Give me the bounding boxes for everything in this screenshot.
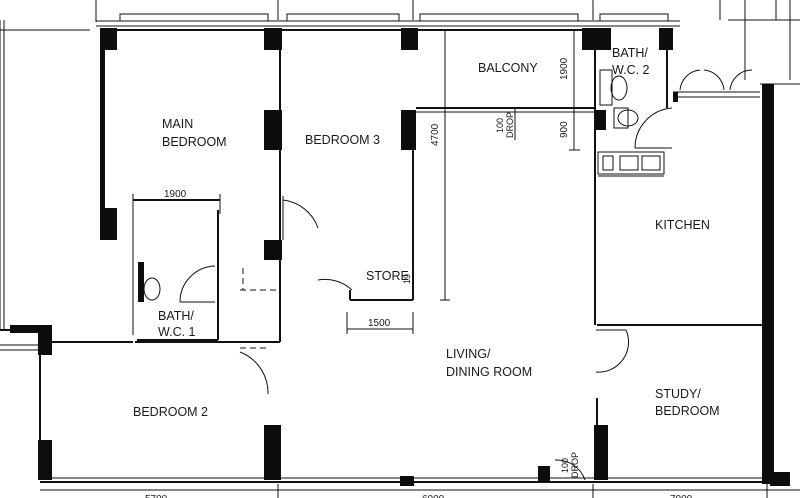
dim-100-bottom: 100 xyxy=(560,458,570,473)
dimension-lines xyxy=(40,29,800,498)
living-dining-walls xyxy=(40,329,790,486)
dim-1500-store: 1500 xyxy=(368,318,391,329)
bath1-label-line2: W.C. 1 xyxy=(158,325,196,339)
kitchen-walls xyxy=(594,83,800,484)
bedroom3-walls xyxy=(282,28,418,301)
dim-1900-bath: 1900 xyxy=(164,189,187,200)
dim-drop-bottom: DROP xyxy=(570,452,580,478)
bedroom3-label: BEDROOM 3 xyxy=(305,133,380,147)
top-window-strip xyxy=(96,13,680,27)
dim-bottom-right: 7000 xyxy=(670,494,693,498)
store-label: STORE xyxy=(366,269,409,283)
bath1-label-line1: BATH/ xyxy=(158,309,194,323)
main-bedroom-label-line1: MAIN xyxy=(162,117,193,131)
living-label-line1: LIVING/ xyxy=(446,347,491,361)
study-label-line2: BEDROOM xyxy=(655,404,720,418)
dim-19: 19 xyxy=(402,274,412,284)
kitchen-label: KITCHEN xyxy=(655,218,710,232)
grid-lines xyxy=(0,0,800,330)
dim-900: 900 xyxy=(559,121,570,138)
balcony-label: BALCONY xyxy=(478,61,538,75)
dim-4700: 4700 xyxy=(430,123,441,146)
bath2-label-line2: W.C. 2 xyxy=(612,63,650,77)
dim-bottom-left: 5700 xyxy=(145,494,168,498)
dim-bottom-mid: 6000 xyxy=(422,494,445,498)
dim-drop-top: DROP xyxy=(505,112,515,138)
dim-100-top: 100 xyxy=(495,118,505,133)
bath2-label-line1: BATH/ xyxy=(612,46,648,60)
bath2-walls xyxy=(594,28,760,150)
main-bedroom-label-line2: BEDROOM xyxy=(162,135,227,149)
dim-1900-balcony: 1900 xyxy=(559,57,570,80)
study-label-line1: STUDY/ xyxy=(655,387,701,401)
store-walls xyxy=(240,268,280,291)
bedroom2-label: BEDROOM 2 xyxy=(133,405,208,419)
main-bedroom-walls xyxy=(100,28,282,240)
bedroom2-walls xyxy=(0,230,282,480)
living-label-line2: DINING ROOM xyxy=(446,365,532,379)
